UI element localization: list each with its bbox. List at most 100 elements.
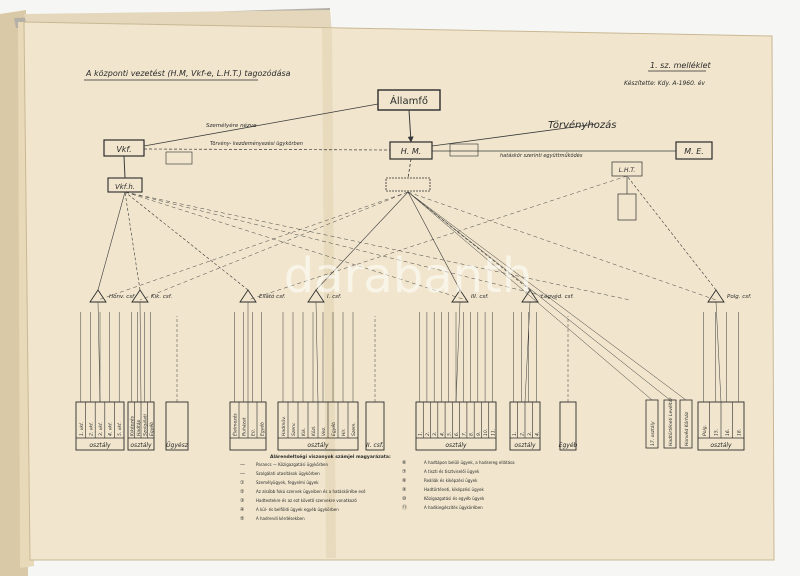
group-footer: Egyéb: [559, 442, 578, 449]
legend-text: Közigazgatási és egyéb ügyek: [424, 496, 485, 501]
legend-key: ④: [240, 507, 245, 513]
group-col-label: 4.: [534, 432, 540, 436]
right-box-label: Honvéd Kórház: [683, 411, 690, 446]
group-col-label: 18.: [736, 429, 742, 436]
edge-hm-torv: [431, 123, 597, 147]
group-col-label: 5. vkf.: [117, 422, 123, 436]
cross-edge: [124, 191, 561, 301]
legend-text: Szolgálati utasítások ügykörben: [256, 471, 320, 476]
edge-vkf-hm: [143, 148, 391, 151]
group-col-label: 1. vkf.: [79, 422, 85, 436]
group-col-label: Polg.: [702, 425, 708, 436]
legend-key: ⑨: [402, 487, 406, 493]
paper-sheet: [23, 21, 775, 561]
hm-note-box: [449, 143, 479, 157]
group-head-label: Kik. csf.: [151, 294, 173, 300]
group-edge: [626, 175, 717, 291]
legend-text: A kül- és belföldi ügyek egyéb ügykörben: [256, 507, 339, 512]
group-col-label: Kik.: [301, 428, 307, 436]
group-col-label: Hadműv.: [281, 416, 287, 436]
right-box: 17. osztály: [407, 191, 659, 449]
cross-edge: [247, 175, 628, 301]
group-col-label: 9.: [476, 432, 482, 436]
group-col-label: 2.: [425, 432, 431, 436]
edge-vkf-allamfo: [143, 103, 379, 147]
legend-key: ⑦: [402, 469, 407, 475]
paper-fold-line: [322, 28, 336, 558]
watermark: darabanth: [284, 248, 533, 304]
group-head-label: Polg. csf.: [727, 294, 752, 300]
legend-key: ⑩: [402, 496, 407, 502]
legend-text: A hadkiegészítés ügykörében: [424, 505, 483, 510]
cross-edge: [124, 191, 631, 301]
right-box-label: Hadtörténeti Levéltár: [667, 397, 674, 446]
group-edge: [124, 191, 141, 291]
right-box: Honvéd Kórház: [407, 191, 693, 449]
group-footer: Ügyész: [166, 442, 189, 449]
legend-text: A hadrendi kérdésekben: [256, 516, 305, 521]
group-footer: osztály: [130, 442, 152, 449]
legend-key: ⑪: [402, 504, 407, 511]
group-head-label: Légvéd. csf.: [541, 293, 574, 300]
group-col-label: 1.: [512, 432, 518, 436]
group-col-label: Szerv.: [291, 422, 297, 436]
group-col-label: Szolgálati: [141, 413, 148, 436]
group-head-label: III. csf.: [471, 294, 489, 300]
legend-key: ⑥: [402, 460, 407, 466]
edge-label-right: hatáskör szerinti együttműködés: [500, 152, 583, 159]
allamfo-label: Államfő: [390, 94, 428, 107]
group-footer: II. csf.: [366, 442, 384, 449]
right-box-label: 17. osztály: [649, 421, 656, 446]
group-col-label: 5.: [447, 432, 453, 436]
legend-text: Reáliák és kiképzési ügyek: [424, 478, 478, 483]
group-col-label: 3.: [527, 432, 533, 436]
group-head-label: Honv. csf.: [109, 294, 136, 300]
cross-edge: [97, 191, 409, 301]
edge-label-szemelyi: Személyére nézve: [206, 122, 257, 129]
right-box: Hadtörténeti Levéltár: [407, 191, 677, 449]
group-2: Ügyész: [165, 316, 189, 451]
group-col-label: 3. vkf.: [98, 422, 104, 436]
group-edge: [315, 191, 409, 291]
group-edge: [97, 191, 126, 291]
date-note: Készítette: Kdy. A-1960. év: [624, 80, 705, 87]
legend-text: Hadtörténeti, kiképzési ügyek: [424, 487, 484, 492]
me-box: [675, 141, 713, 160]
group-col-label: 2.: [519, 432, 525, 436]
group-edge: [124, 191, 249, 291]
legend-key: —: [240, 471, 245, 477]
legend-text: Parancs — Közigazgatási ügykörben: [256, 462, 328, 467]
group-head-label: Ellátó csf.: [259, 293, 286, 300]
group-col-label: 7.: [461, 432, 467, 436]
group-5: II. csf.: [365, 316, 385, 451]
group-col-label: Kiképzés: [128, 415, 135, 436]
legend-text: A tiszti és tisztviselői ügyek: [424, 469, 480, 474]
group-col-label: Szem.: [351, 422, 357, 436]
group-col-label: Egyéb: [148, 422, 155, 436]
hm-sub-box: [385, 177, 431, 192]
group-col-label: Vez.: [321, 427, 327, 436]
group-col-label: 4. vkf.: [108, 422, 114, 436]
legend-key: ②: [240, 489, 245, 495]
group-col-label: Élelmezés: [231, 413, 239, 436]
hm-label: H. M.: [401, 147, 422, 156]
legend-key: ⑤: [240, 516, 244, 522]
group-footer: osztály: [445, 442, 467, 449]
group-footer: osztály: [710, 442, 732, 449]
group-col-label: 10.: [483, 429, 489, 436]
group-col-label: Hír.: [340, 428, 347, 436]
legend-text: Személyügyek, fegyelmi ügyek: [256, 480, 319, 485]
legend-key: ⑧: [402, 478, 407, 484]
legend-text: A hadtápon belüli ügyek, a hadsereg ellá…: [424, 460, 515, 465]
group-col-label: Közl.: [311, 425, 317, 436]
appendix-label: 1. sz. melléklet: [650, 60, 711, 70]
edge-vkf-vkfh: [123, 155, 126, 179]
legend-text: Az alsóbb fokú szervek ügyeiben és a hat…: [256, 489, 366, 494]
group-col-label: Hadtáp: [135, 419, 142, 436]
vkf-label: Vkf.: [116, 145, 131, 154]
